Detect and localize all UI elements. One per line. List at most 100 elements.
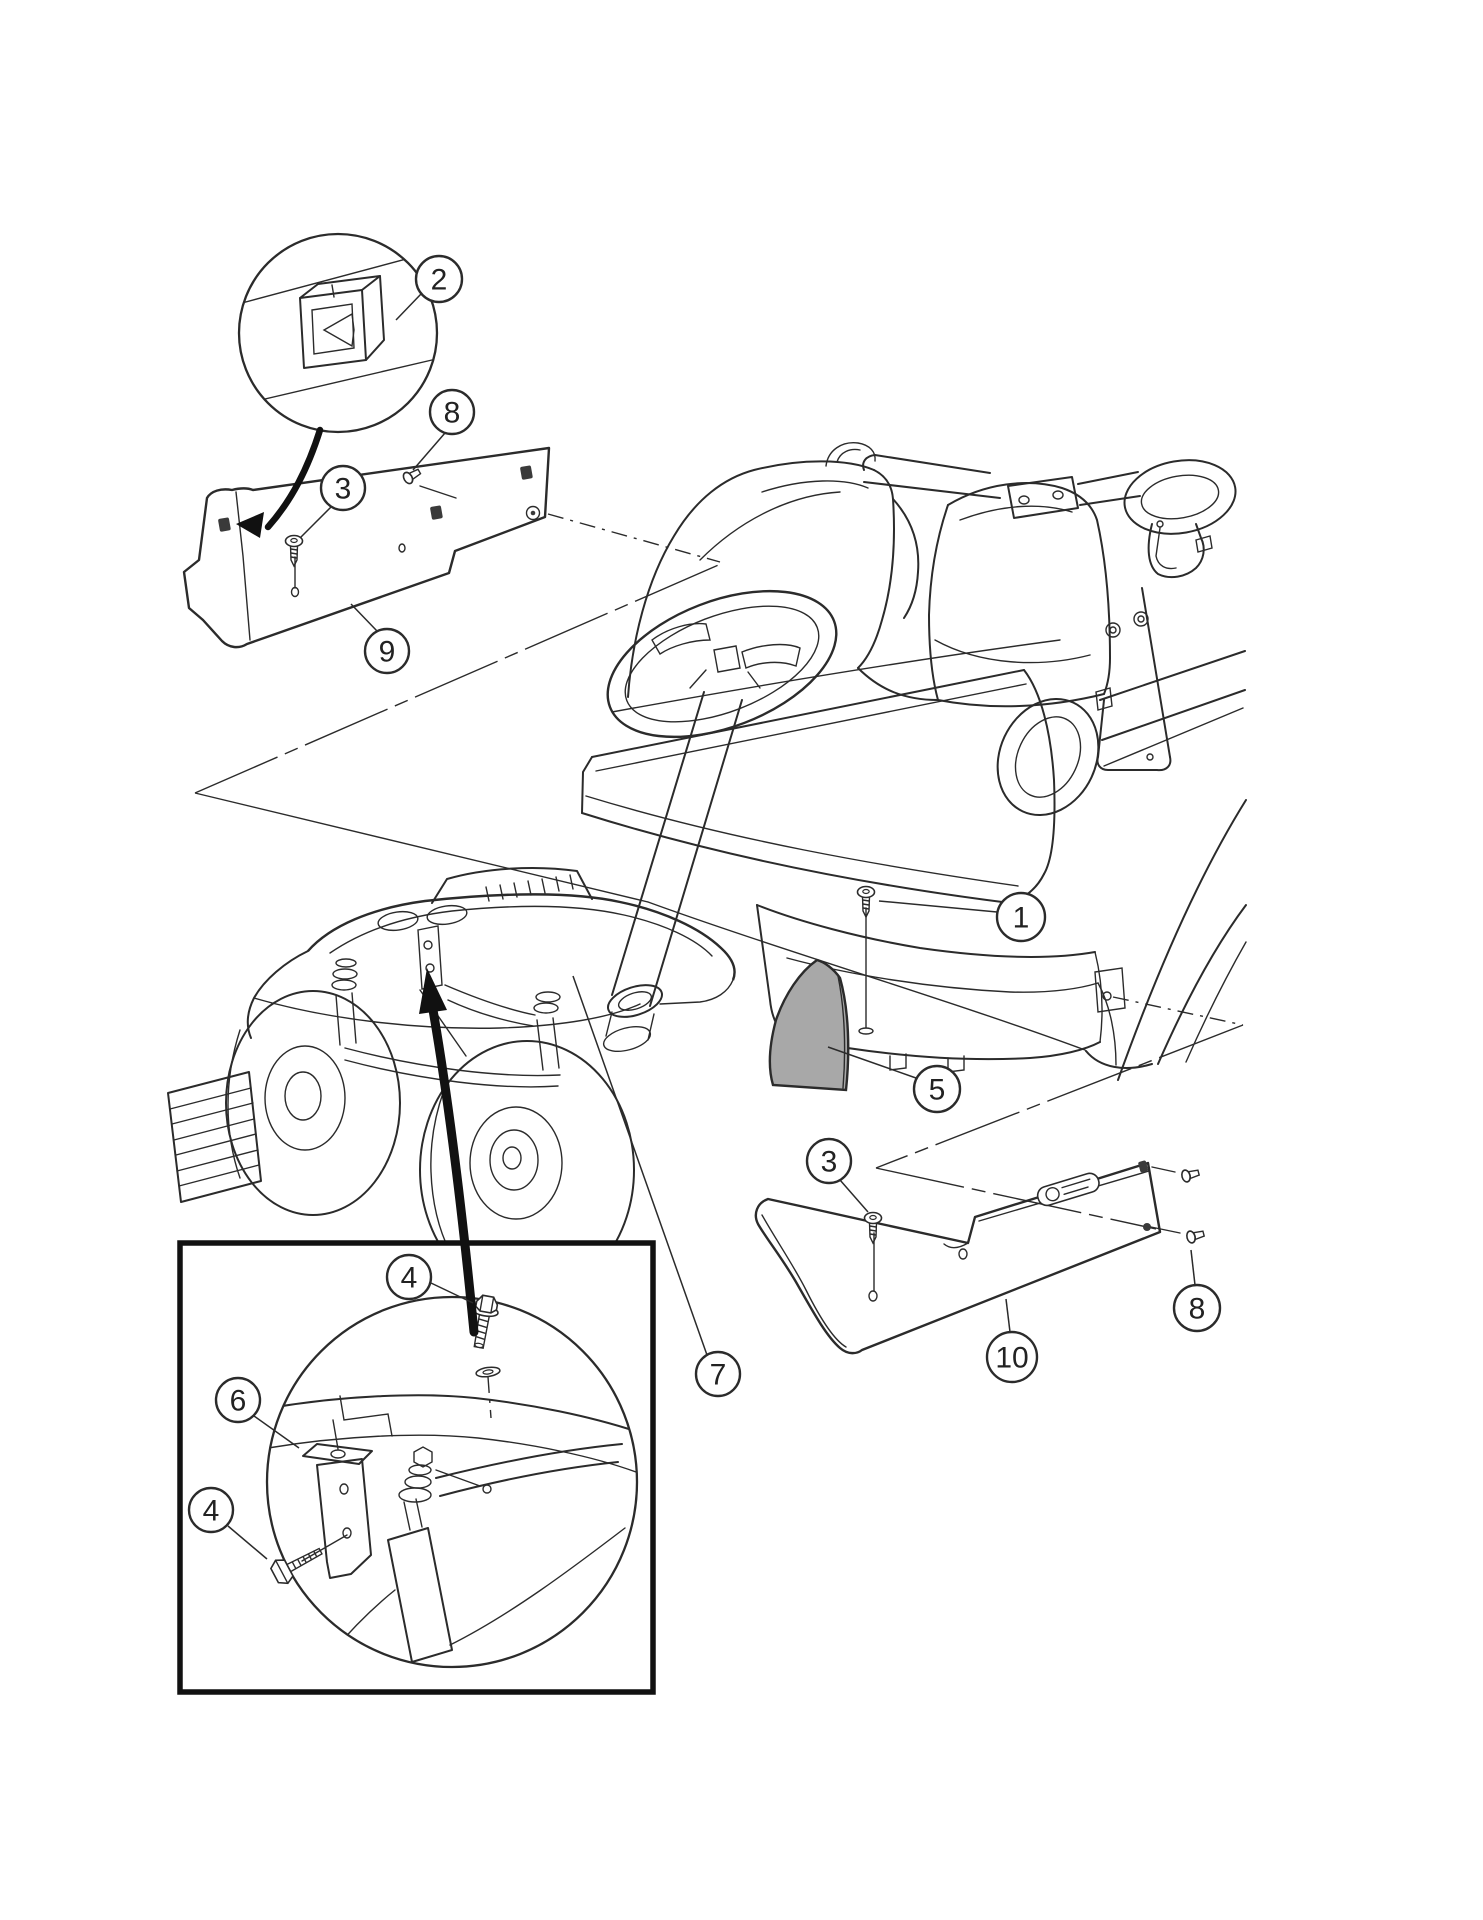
rivet-hole — [1143, 1223, 1151, 1231]
projection-line — [1112, 996, 1244, 1026]
callout-leader-line — [1190, 1249, 1196, 1286]
callout-9: 9 — [350, 603, 411, 675]
frame-rail-step — [339, 1395, 393, 1437]
callout-10: 10 — [985, 1298, 1039, 1384]
callout-4: 4 — [187, 1486, 268, 1560]
cupholder — [377, 910, 419, 932]
callout-7: 7 — [572, 975, 742, 1398]
magnified-panel-edge — [251, 359, 433, 403]
callout-leader-line — [572, 975, 708, 1356]
rocker-panel-right-outline — [754, 1161, 1162, 1355]
front-suspension — [331, 925, 561, 1088]
seat-cushion — [581, 639, 1061, 904]
rear-grab-handle — [1123, 459, 1237, 579]
clip-mark — [430, 505, 443, 520]
callout-4: 4 — [385, 1253, 474, 1304]
callout-label: 2 — [431, 264, 448, 297]
shock-bolt-head — [413, 1446, 433, 1468]
screw-hole — [290, 586, 300, 598]
projection-line — [194, 562, 724, 794]
bracket-hole — [342, 1527, 352, 1539]
callout-3: 3 — [805, 1137, 869, 1213]
callout-circle — [414, 254, 464, 304]
bar-hole — [1018, 495, 1030, 505]
front-left-wheel — [225, 990, 401, 1216]
callout-label: 1 — [1013, 902, 1030, 935]
l-bracket — [302, 1443, 373, 1579]
callout-8: 8 — [412, 388, 476, 471]
frame-rail-top — [269, 1394, 637, 1433]
vehicle-body — [167, 442, 1247, 1300]
callout-leader-line — [395, 293, 422, 321]
callout-leader-line — [839, 1179, 869, 1213]
projection-line — [194, 792, 649, 903]
steering-wheel — [606, 589, 838, 739]
callout-circle — [694, 1350, 742, 1398]
callout-circle — [385, 1253, 433, 1301]
callout-label: 8 — [444, 397, 461, 430]
panel-hole — [398, 543, 406, 553]
screw-3-lower — [863, 1211, 883, 1244]
shock-absorber — [387, 1446, 492, 1663]
steering-column — [602, 691, 743, 1053]
body-tub — [647, 901, 1153, 1073]
bar-hole — [1052, 490, 1064, 500]
callout-label: 7 — [710, 1359, 727, 1392]
shock-mount-plate — [417, 925, 443, 990]
callout-label: 5 — [929, 1074, 946, 1107]
suspension-arm — [435, 1443, 623, 1479]
magnified-panel-edge — [241, 250, 437, 304]
callout-leader-line — [412, 432, 446, 471]
fastener-guide-lines — [294, 485, 1181, 1292]
callout-label: 6 — [230, 1385, 247, 1418]
callout-5: 5 — [827, 1046, 962, 1114]
callout-circle — [805, 1137, 853, 1185]
callout-leader-line — [430, 1282, 474, 1304]
bracket-hole — [330, 1449, 346, 1459]
rivet-hole-corner — [1138, 1160, 1148, 1173]
clip-mark — [520, 465, 533, 480]
callout-label: 3 — [821, 1146, 838, 1179]
rivet-8-right-2 — [1184, 1227, 1206, 1245]
cupholder — [426, 904, 468, 926]
clip-detail-magnifier — [236, 232, 439, 538]
rocker-panel-left-outline — [182, 446, 551, 649]
projection-line — [875, 1024, 1244, 1169]
callout-8: 8 — [1172, 1249, 1222, 1333]
callout-leader-line — [253, 1415, 300, 1449]
panel-step — [943, 1242, 969, 1249]
callout-circle — [428, 388, 476, 436]
callout-label: 4 — [203, 1495, 220, 1528]
grommet-center — [530, 510, 536, 516]
callout-leader-line — [878, 900, 998, 913]
callout-3: 3 — [299, 464, 367, 539]
callout-2: 2 — [395, 254, 464, 321]
projection-line — [547, 513, 721, 563]
callout-circle — [187, 1486, 235, 1534]
callout-leader-line — [299, 506, 332, 539]
clip-locator-curve — [264, 426, 324, 531]
backrest-top-bar — [825, 442, 1141, 519]
suspension-arm — [439, 1461, 619, 1497]
inset-locator-arrow — [419, 968, 479, 1337]
kick-panel-shaded — [768, 958, 850, 1092]
side-grab-handle — [996, 697, 1100, 817]
panel-hole — [958, 1248, 968, 1260]
logo-badge — [1036, 1172, 1100, 1207]
callout-leader-line — [1005, 1298, 1011, 1333]
clip-mark — [218, 517, 231, 532]
magnifier-circle — [237, 232, 439, 434]
callout-label: 8 — [1189, 1293, 1206, 1326]
inset-box — [177, 1240, 656, 1695]
callout-6: 6 — [214, 1376, 300, 1449]
callout-label: 3 — [335, 473, 352, 506]
rocker-mount-hole — [1102, 991, 1112, 1001]
callout-circle — [319, 464, 367, 512]
inset-contents — [267, 1376, 637, 1667]
rocker-panel-right — [754, 1160, 1162, 1355]
panel-flare-inner — [761, 1214, 847, 1348]
panel-fold-line — [235, 491, 251, 641]
